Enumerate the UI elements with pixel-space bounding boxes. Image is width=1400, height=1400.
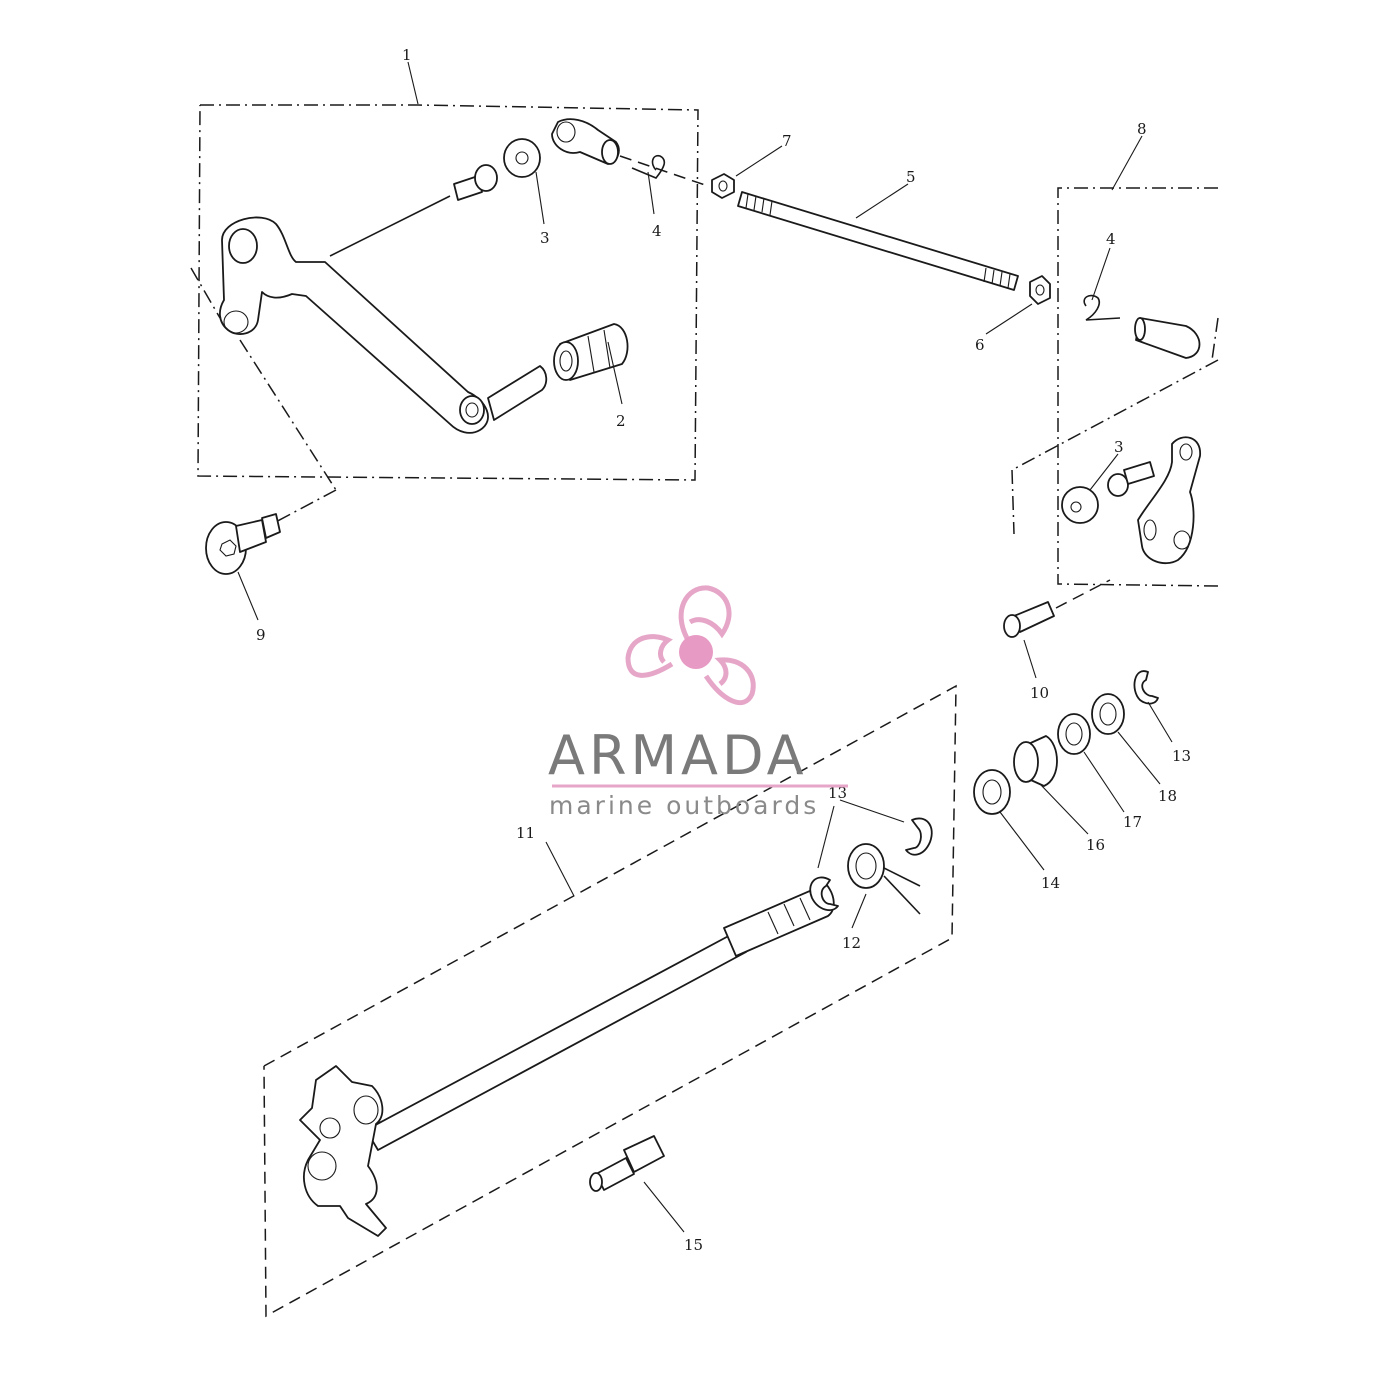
nut-upper-left: [711, 173, 735, 199]
rod-end-left: [551, 118, 620, 165]
shift-lever-right: [1137, 436, 1201, 565]
callout-3-upper: 3: [540, 229, 550, 247]
callout-13-right: 13: [1172, 747, 1191, 765]
callout-14: 14: [1041, 874, 1060, 892]
watermark-brand: ARMADA: [548, 724, 808, 787]
spacer-washer-top: [503, 138, 541, 178]
callout-16: 16: [1086, 836, 1105, 854]
spacer-washer-right: [1061, 486, 1099, 524]
propeller-logo-icon: [625, 585, 756, 706]
stop-stud-15: [589, 1135, 665, 1192]
callout-7: 7: [782, 132, 792, 150]
circlip-13-right: [905, 817, 933, 856]
callout-8: 8: [1137, 120, 1147, 138]
nut-right: [1029, 275, 1051, 305]
callout-labels: 1 2 3 4 5 6 7 8 4 3 9 10 11 12 13 13 14 …: [256, 46, 1191, 1254]
callout-4-upper: 4: [652, 222, 662, 240]
armada-watermark: ARMADA marine outboards: [548, 585, 848, 820]
callout-4-right: 4: [1106, 230, 1116, 248]
rod-end-right: [1134, 317, 1201, 359]
bush-16: [1013, 735, 1058, 787]
selector-shaft-frame: [263, 684, 957, 1318]
callout-11: 11: [516, 824, 535, 842]
split-pin-left: [631, 154, 666, 179]
callout-10: 10: [1030, 684, 1049, 702]
callout-15: 15: [684, 1236, 703, 1254]
linkage-frame-right: [1011, 187, 1219, 587]
washer-18: [1091, 693, 1125, 735]
pivot-bolt-9: [205, 513, 281, 575]
callout-6: 6: [975, 336, 985, 354]
bolt-10: [1003, 579, 1111, 638]
washer-17: [1057, 713, 1091, 755]
callout-3-right: 3: [1114, 438, 1124, 456]
stud-right: [1107, 461, 1155, 497]
shift-rod: [737, 191, 1019, 291]
callout-2: 2: [616, 412, 626, 430]
split-pin-right: [1083, 294, 1121, 321]
shaft-collar-12: [847, 843, 921, 915]
pedal-rubber: [553, 323, 629, 381]
gear-pedal: [219, 216, 548, 434]
circlip-13-far: [1133, 670, 1159, 705]
callout-13-middle: 13: [828, 784, 847, 802]
leader-lines: [237, 61, 1173, 1233]
selector-shaft: [299, 883, 835, 1237]
callout-18: 18: [1158, 787, 1177, 805]
pivot-stud: [329, 164, 498, 257]
callout-9: 9: [256, 626, 266, 644]
callout-5: 5: [906, 168, 916, 186]
callout-1: 1: [402, 46, 412, 64]
callout-17: 17: [1123, 813, 1142, 831]
watermark-tagline: marine outboards: [549, 791, 819, 820]
pedal-assembly-frame: [190, 104, 699, 526]
callout-12: 12: [842, 934, 861, 952]
washer-14: [973, 769, 1011, 815]
circlip-13-left: [809, 876, 839, 912]
